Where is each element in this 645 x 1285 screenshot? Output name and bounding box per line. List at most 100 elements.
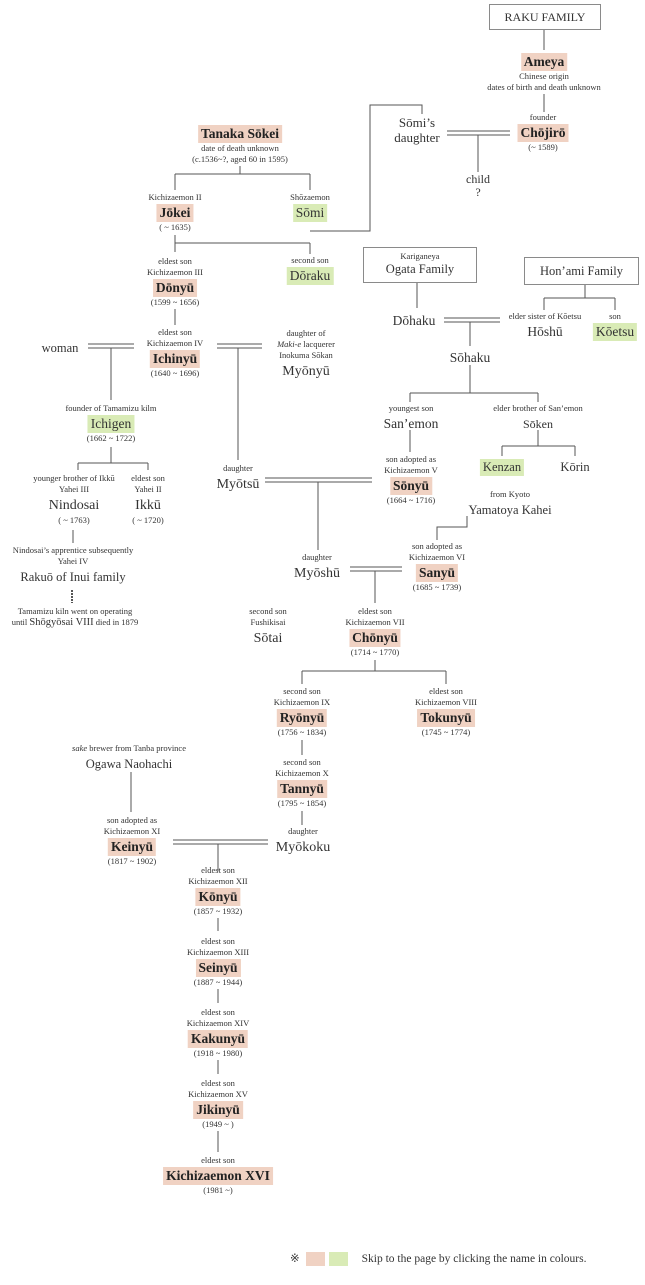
name-ryonyu[interactable]: Ryōnyū	[276, 709, 328, 728]
note: Chinese origin	[519, 71, 569, 82]
person-chojiro: founder Chōjirō (~ 1589)	[517, 112, 569, 153]
name-kichizaemon-xvi[interactable]: Kichizaemon XVI	[163, 1167, 273, 1186]
person-nindosai: younger brother of Ikkū Yahei III Nindos…	[33, 473, 114, 526]
label-italic: Maki-e	[277, 339, 302, 349]
person-myotsu: daughter Myōtsū	[217, 463, 260, 494]
dates: (1981 ~)	[203, 1185, 233, 1196]
name-ichigen[interactable]: Ichigen	[87, 415, 135, 434]
label: Yahei III	[58, 484, 90, 494]
name-jikinyu[interactable]: Jikinyū	[193, 1101, 243, 1120]
person-child: child ?	[466, 173, 490, 199]
name-myokoku: Myōkoku	[275, 840, 331, 855]
dates: (1817 ~ 1902)	[107, 856, 157, 867]
label: Kichizaemon XV	[188, 1089, 248, 1099]
person-sotai: second son Fushikisai Sōtai	[249, 606, 287, 648]
label: second son	[283, 757, 321, 767]
label: founder	[529, 112, 557, 122]
label: Kichizaemon III	[147, 267, 203, 277]
note: until Shōgyōsai VIII died in 1879	[12, 617, 139, 628]
name-donyu[interactable]: Dōnyū	[152, 279, 198, 298]
legend: ※ Skip to the page by clicking the name i…	[290, 1251, 586, 1269]
name-tanaka-sokei[interactable]: Tanaka Sōkei	[198, 125, 282, 144]
ogata-family-title: Ogata Family	[385, 262, 455, 276]
label: son adopted as	[385, 454, 437, 464]
person-ryonyu: second son Kichizaemon IX Ryōnyū (1756 ~…	[274, 686, 330, 738]
person-sohaku: Sōhaku	[450, 348, 491, 367]
ogata-family-box: Kariganeya Ogata Family	[363, 247, 477, 283]
name-jokei[interactable]: Jōkei	[156, 204, 194, 223]
label: son	[609, 311, 621, 321]
name-sanemon: San’emon	[383, 416, 439, 431]
label: founder of Tamamizu kilm	[65, 403, 157, 413]
person-jikinyu: eldest son Kichizaemon XV Jikinyū (1949 …	[188, 1078, 248, 1130]
name-tannyu[interactable]: Tannyū	[277, 780, 327, 799]
label: eldest son	[158, 327, 192, 337]
person-kakunyu: eldest son Kichizaemon XIV Kakunyū (1918…	[187, 1007, 250, 1059]
name-konyu[interactable]: Kōnyū	[195, 888, 241, 907]
legend-symbol: ※	[290, 1253, 300, 1265]
label: Yahei II	[134, 484, 162, 494]
person-korin: Kōrin	[560, 457, 589, 476]
label: second son	[249, 606, 287, 616]
name-yamatoya: Yamatoya Kahei	[468, 503, 552, 517]
label: sake brewer from Tanba province	[72, 743, 186, 754]
legend-text: Skip to the page by clicking the name in…	[361, 1253, 587, 1265]
person-dohaku: Dōhaku	[393, 311, 436, 330]
legend-pink-swatch	[305, 1252, 325, 1267]
name-myotsu: Myōtsū	[216, 477, 260, 492]
dates: (1745 ~ 1774)	[421, 727, 471, 738]
label: son adopted as	[106, 815, 158, 825]
legend-green-swatch	[328, 1252, 348, 1267]
name-kakunyu[interactable]: Kakunyū	[187, 1030, 249, 1049]
name-chojiro[interactable]: Chōjirō	[517, 124, 569, 143]
name-koetsu[interactable]: Kōetsu	[592, 323, 638, 342]
person-ikku: eldest son Yahei II Ikkū ( ~ 1720)	[131, 473, 165, 526]
label: daughter	[288, 826, 318, 836]
name-tokunyu[interactable]: Tokunyū	[417, 709, 475, 728]
name-doraku[interactable]: Dōraku	[286, 267, 334, 286]
person-yamatoya: from Kyoto Yamatoya Kahei	[468, 489, 551, 519]
label: Kichizaemon XII	[188, 876, 248, 886]
name-ameya[interactable]: Ameya	[520, 53, 568, 72]
name-seinyu[interactable]: Seinyū	[195, 959, 241, 978]
label: Kichizaemon V	[384, 465, 438, 475]
label: younger brother of Ikkū	[33, 473, 115, 483]
name-chonyu[interactable]: Chōnyū	[349, 629, 401, 648]
label: Inokuma Sōkan	[279, 350, 333, 360]
label: second son	[283, 686, 321, 696]
person-somi-daughter: Sōmi’s daughter	[394, 115, 439, 145]
dates: ( ~ 1763)	[58, 514, 90, 525]
label: daughter of	[286, 328, 326, 338]
label: eldest son	[158, 256, 192, 266]
name-dohaku: Dōhaku	[392, 313, 436, 328]
name-keinyu[interactable]: Keinyū	[107, 838, 157, 857]
person-woman: woman	[42, 338, 79, 357]
label: Fushikisai	[250, 617, 286, 627]
person-somi: Shōzaemon Sōmi	[290, 192, 330, 223]
name-nindosai: Nindosai	[48, 498, 100, 513]
person-jokei: Kichizaemon II Jōkei ( ~ 1635)	[148, 192, 201, 233]
person-tokunyu: eldest son Kichizaemon VIII Tokunyū (174…	[415, 686, 477, 738]
label: Kichizaemon II	[148, 192, 202, 202]
label: eldest son	[201, 1155, 235, 1165]
dates: (1714 ~ 1770)	[350, 647, 400, 658]
honami-family-box: Hon’ami Family	[524, 257, 639, 285]
label: daughter	[302, 552, 332, 562]
label: eldest son	[201, 1078, 235, 1088]
name-ichinyu[interactable]: Ichinyū	[149, 350, 201, 369]
name-sonyu[interactable]: Sōnyū	[389, 477, 433, 496]
name-kenzan[interactable]: Kenzan	[479, 459, 525, 476]
name-somi[interactable]: Sōmi	[292, 204, 328, 223]
name-sanyu[interactable]: Sanyū	[415, 564, 459, 583]
dates: (1662 ~ 1722)	[86, 433, 136, 444]
person-myokoku: daughter Myōkoku	[276, 826, 330, 857]
dates: (~ 1589)	[528, 142, 558, 153]
label: from Kyoto	[490, 489, 530, 499]
raku-family-title: RAKU FAMILY	[504, 10, 586, 24]
dates: (1857 ~ 1932)	[193, 906, 243, 917]
person-tannyu: second son Kichizaemon X Tannyū (1795 ~ …	[275, 757, 329, 809]
label: eldest son	[429, 686, 463, 696]
person-kenzan: Kenzan	[479, 457, 525, 476]
